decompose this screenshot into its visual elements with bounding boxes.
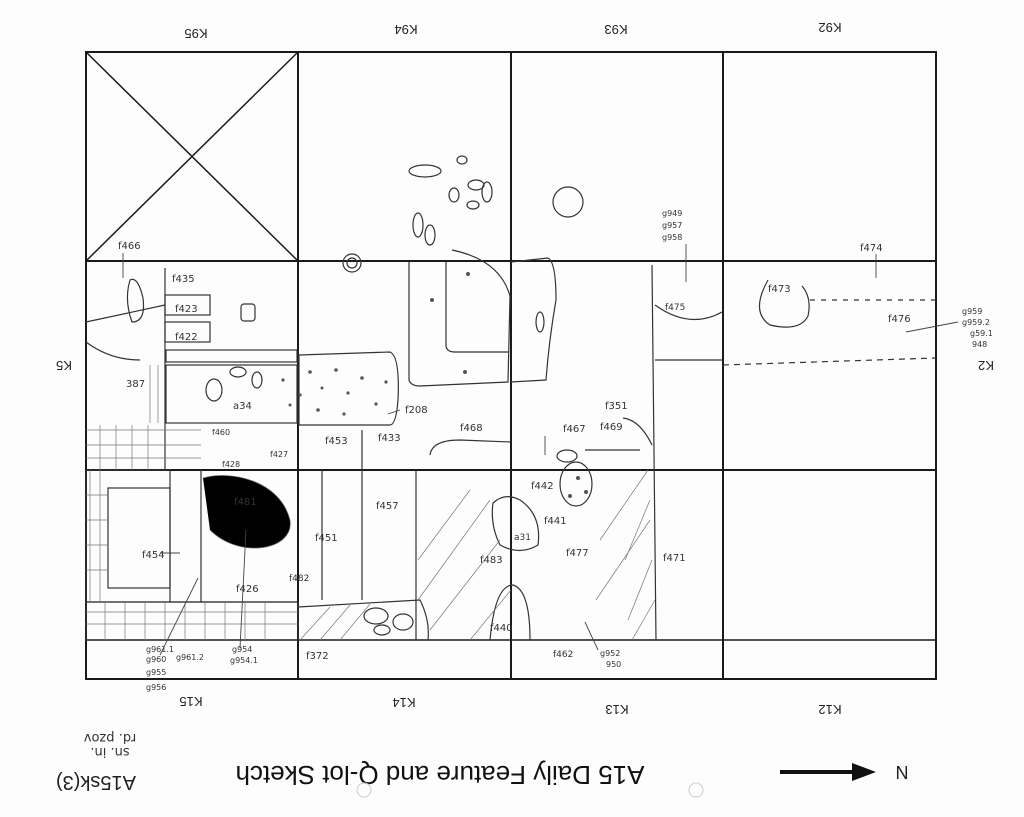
feature-label: f428 [222, 460, 240, 469]
feature-label: f441 [544, 516, 567, 527]
sheet-title: A15 Daily Feature and Q-lot Sketch [236, 760, 645, 790]
feature-label: f471 [663, 553, 686, 564]
feature-label: g957 [662, 221, 682, 230]
title-block: A15 Daily Feature and Q-lot Sketch N A15… [56, 730, 909, 793]
feature-label: f422 [175, 332, 198, 343]
grid-label-top-3: K93 [604, 22, 627, 37]
feature-label: f477 [566, 548, 589, 559]
leader-lines [122, 244, 959, 656]
feature-label: f476 [888, 314, 911, 325]
feature-label: f481 [234, 497, 257, 508]
grid-label-left: K5 [56, 358, 72, 373]
feature-label: f208 [405, 405, 428, 416]
excavation-grid [85, 51, 937, 680]
feature-label: f351 [605, 401, 628, 412]
feature-label: g961.2 [176, 653, 204, 662]
feature-labels: f466 f435 f423 f422 387 a34 f460 f428 f4… [118, 209, 993, 692]
feature-label: f475 [665, 303, 685, 313]
feature-label: g949 [662, 209, 682, 218]
feature-label: 387 [126, 379, 145, 390]
grid-label-bottom-1: K15 [179, 694, 202, 709]
feature-label: f440 [490, 623, 513, 634]
feature-label: f483 [480, 555, 503, 566]
feature-label: f474 [860, 243, 883, 254]
feature-label: f433 [378, 433, 401, 444]
feature-label: f462 [553, 650, 573, 660]
handwritten-note-1: rd. pzov [84, 730, 137, 745]
feature-label: f372 [306, 651, 329, 662]
feature-label: a34 [233, 401, 252, 412]
grid-label-bottom-2: K14 [392, 695, 415, 710]
feature-label: f466 [118, 241, 141, 252]
feature-label: g956 [146, 683, 166, 692]
unexcavated-unit-mark [85, 51, 299, 262]
north-label: N [896, 762, 909, 782]
feature-label: f469 [600, 422, 623, 433]
feature-label: f426 [236, 584, 259, 595]
handwritten-note-2: sn. in. [90, 744, 129, 759]
feature-label: g961.1 [146, 645, 174, 654]
grid-labels: K95 K94 K93 K92 K15 K14 K13 K12 K5 K2 [56, 20, 994, 717]
feature-label: f473 [768, 284, 791, 295]
feature-label: f467 [563, 424, 586, 435]
feature-label: g59.1 [970, 329, 993, 338]
feature-label: f482 [289, 574, 309, 584]
feature-label: g952 [600, 649, 620, 658]
grid-label-top-1: K95 [184, 26, 207, 41]
grid-label-right: K2 [978, 358, 994, 373]
feature-label: f427 [270, 450, 288, 459]
feature-label: f468 [460, 423, 483, 434]
feature-label: g960 [146, 655, 166, 664]
feature-label: f460 [212, 428, 230, 437]
sheet-code: A15sk(3) [56, 771, 136, 793]
feature-label: g958 [662, 233, 682, 242]
f208-stones [281, 272, 588, 498]
feature-label: f454 [142, 550, 165, 561]
hatched-areas [86, 365, 656, 641]
feature-label: g954.1 [230, 656, 258, 665]
feature-label: f453 [325, 436, 348, 447]
grid-label-bottom-3: K13 [605, 702, 628, 717]
grid-label-top-4: K92 [818, 20, 841, 35]
feature-label: g955 [146, 668, 166, 677]
punch-holes [356, 782, 704, 798]
grid-label-top-2: K94 [394, 22, 417, 37]
feature-label: f423 [175, 304, 198, 315]
north-arrow-icon [780, 763, 876, 781]
feature-label: f435 [172, 274, 195, 285]
feature-label: 950 [606, 660, 621, 669]
feature-label: f451 [315, 533, 338, 544]
feature-label: g954 [232, 645, 252, 654]
feature-label: g959 [962, 307, 982, 316]
feature-label: a31 [514, 533, 531, 543]
feature-label: f457 [376, 501, 399, 512]
feature-label: f442 [531, 481, 554, 492]
feature-label: g959.2 [962, 318, 990, 327]
feature-label: 948 [972, 340, 987, 349]
sketch-drawings [85, 155, 937, 641]
grid-label-bottom-4: K12 [818, 702, 841, 717]
